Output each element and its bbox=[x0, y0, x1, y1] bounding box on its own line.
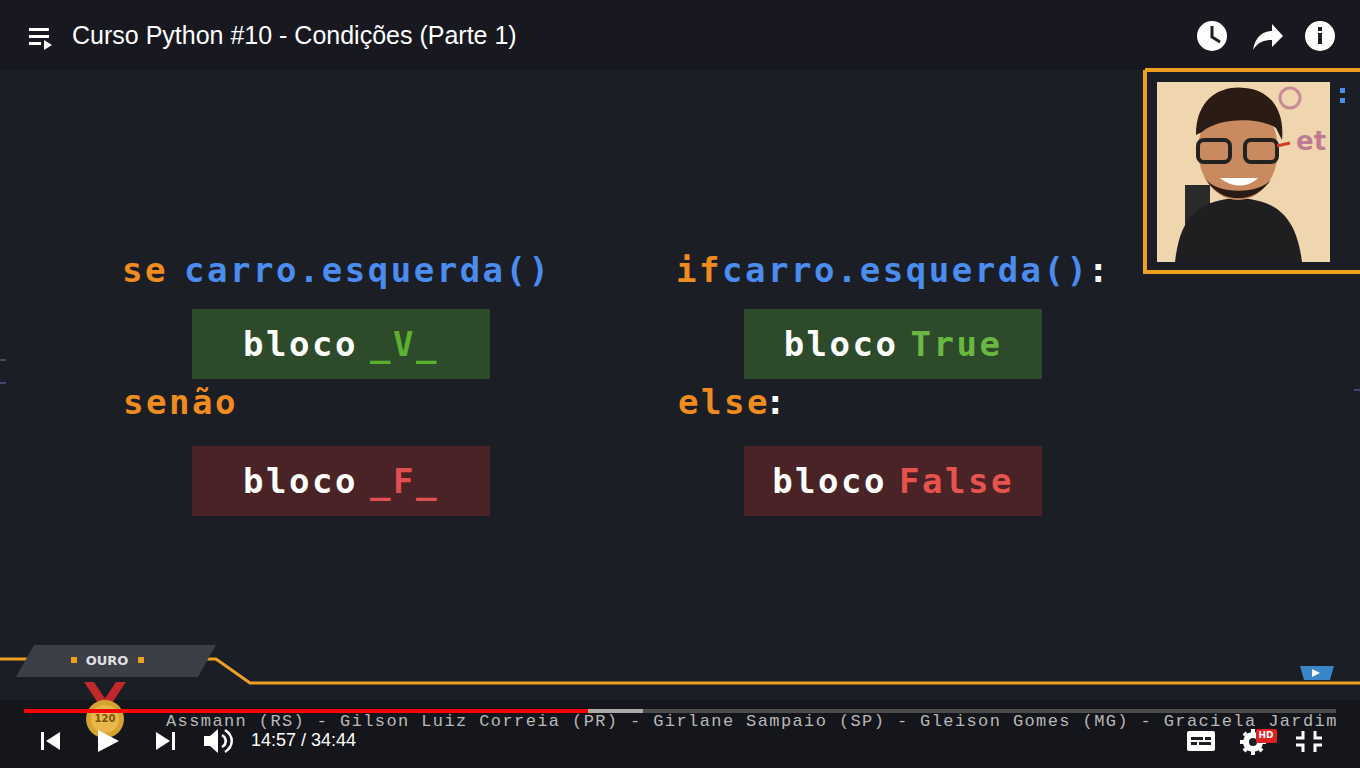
keyword: else bbox=[678, 385, 770, 419]
condition: carro.esquerda() bbox=[184, 253, 552, 287]
hd-label: HD bbox=[1258, 731, 1273, 740]
top-bar bbox=[0, 0, 1360, 70]
keyword: if bbox=[676, 253, 722, 287]
svg-text:et: et bbox=[1296, 126, 1326, 156]
block-content: bloco True bbox=[784, 327, 1003, 361]
block-word: bloco bbox=[243, 464, 358, 498]
code-block: bloco True bbox=[744, 309, 1042, 379]
code-block: bloco _V_ bbox=[192, 309, 490, 379]
block-value: _F_ bbox=[370, 464, 439, 498]
share-icon bbox=[1253, 24, 1283, 50]
watch-later-icon bbox=[1197, 21, 1227, 51]
tier-badge bbox=[16, 645, 216, 677]
block-content: bloco _V_ bbox=[243, 327, 439, 361]
side-mark bbox=[1354, 389, 1360, 391]
player-controls bbox=[41, 729, 1322, 755]
video-icon bbox=[1300, 666, 1334, 680]
webcam-frame: et bbox=[1145, 70, 1360, 272]
block-word: bloco bbox=[784, 327, 899, 361]
code-block: bloco False bbox=[744, 446, 1042, 516]
controls-bar bbox=[0, 700, 1360, 768]
code-block: bloco _F_ bbox=[192, 446, 490, 516]
block-content: bloco False bbox=[772, 464, 1014, 498]
block-value: True bbox=[910, 327, 1002, 361]
badge-dot bbox=[71, 657, 77, 663]
info-icon bbox=[1305, 21, 1335, 51]
keyword: se bbox=[122, 253, 168, 287]
block-content: bloco _F_ bbox=[243, 464, 439, 498]
colon: : bbox=[765, 385, 788, 419]
hd-badge bbox=[1256, 729, 1277, 743]
block-word: bloco bbox=[772, 464, 887, 498]
credits-ticker: Assmann (RS) - Gilson Luiz Correia (PR) … bbox=[166, 713, 1338, 730]
playlist-icon bbox=[29, 28, 52, 50]
badge-dot bbox=[138, 657, 144, 663]
tier-name: OURO bbox=[86, 654, 129, 667]
side-mark bbox=[0, 360, 6, 383]
video-title: Curso Python #10 - Condições (Parte 1) bbox=[72, 22, 517, 50]
colon: : bbox=[1088, 253, 1111, 287]
condition: carro.esquerda() bbox=[722, 253, 1090, 287]
block-word: bloco bbox=[243, 327, 358, 361]
medal-number: 120 bbox=[95, 714, 116, 724]
keyword: senão bbox=[123, 385, 238, 419]
block-value: _V_ bbox=[370, 327, 439, 361]
block-value: False bbox=[899, 464, 1014, 498]
time-display: 14:57 / 34:44 bbox=[251, 731, 356, 749]
